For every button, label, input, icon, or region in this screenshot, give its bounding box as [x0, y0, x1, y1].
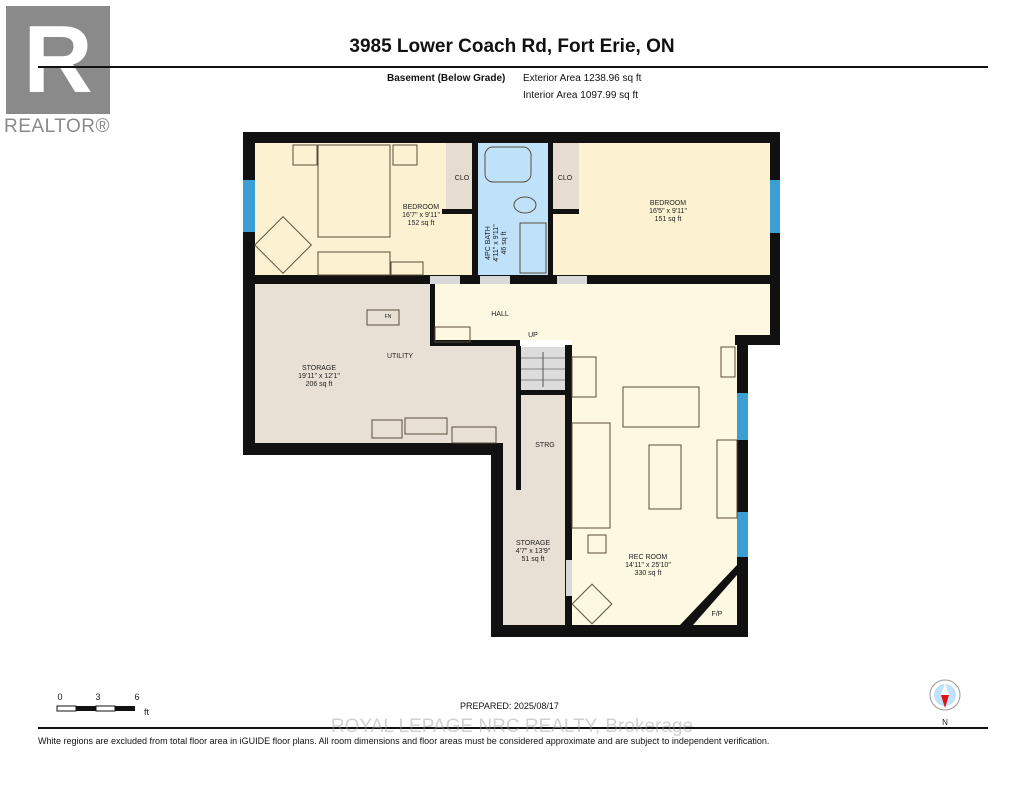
utility-label: UTILITY — [387, 353, 413, 360]
furniture — [254, 144, 738, 625]
storage1-area: 206 sq ft — [306, 381, 333, 388]
storage2-dims: 4'7" x 13'9" — [516, 548, 551, 555]
realtor-logo: R — [6, 6, 110, 114]
bedroom1-label: BEDROOM — [403, 204, 439, 211]
hall-floor — [435, 284, 770, 340]
fireplace-label: F/P — [712, 611, 723, 618]
bedroom2-label: BEDROOM — [650, 200, 686, 207]
property-title: 3985 Lower Coach Rd, Fort Erie, ON — [349, 36, 675, 57]
bath-dims: 4'11" x 9'11" — [493, 224, 500, 262]
bedroom2-area: 151 sq ft — [655, 216, 682, 223]
storage2-floor — [503, 393, 565, 625]
closet2-label: CLO — [558, 175, 573, 182]
bedroom2-floor — [553, 143, 770, 276]
svg-text:ft: ft — [144, 707, 150, 717]
disclaimer-text: White regions are excluded from total fl… — [38, 736, 770, 746]
bath-label: 4PC BATH — [485, 226, 492, 260]
scale-bar: 0 3 6 — [57, 692, 139, 700]
rec-floor — [572, 340, 737, 625]
storage1-label: STORAGE — [302, 365, 336, 372]
storage2-label: STORAGE — [516, 540, 550, 547]
exterior-area: Exterior Area 1238.96 sq ft — [523, 73, 642, 84]
svg-text:R: R — [23, 6, 92, 113]
svg-text:N: N — [942, 718, 948, 727]
bath-floor — [478, 143, 548, 276]
closet2-floor — [553, 143, 579, 209]
prepared-date: PREPARED: 2025/08/17 — [460, 701, 559, 711]
rec-room-area: 330 sq ft — [635, 570, 662, 577]
rec-room-dims: 14'11" x 25'10" — [625, 562, 671, 569]
svg-text:0: 0 — [57, 692, 62, 700]
header-divider — [38, 66, 988, 68]
furnace-label: FN — [385, 314, 392, 320]
bedroom1-dims: 16'7" x 9'11" — [402, 212, 440, 219]
bedroom1-floor — [255, 143, 475, 276]
compass-icon: N — [929, 679, 961, 727]
stairs-up-label: UP — [528, 332, 538, 339]
brokerage-watermark: ROYAL LEPAGE NRC REALTY, Brokerage — [330, 716, 694, 737]
svg-text:3: 3 — [95, 692, 100, 700]
bedroom2-dims: 16'5" x 9'11" — [649, 208, 687, 215]
bath-area: 46 sq ft — [501, 231, 508, 254]
rec-room-label: REC ROOM — [629, 554, 668, 561]
bedroom1-area: 152 sq ft — [408, 220, 435, 227]
hall-label: HALL — [491, 311, 509, 318]
scale-bar-graphic: ft — [56, 705, 150, 717]
windows — [243, 180, 780, 557]
svg-text:6: 6 — [134, 692, 139, 700]
storage2-area: 51 sq ft — [522, 556, 545, 563]
closet1-floor — [446, 143, 476, 209]
storage1-dims: 19'11" x 12'1" — [298, 373, 340, 380]
closet1-label: CLO — [455, 175, 470, 182]
footer-divider — [38, 727, 988, 729]
realtor-logo-text: REALTOR® — [4, 116, 110, 137]
floor-name: Basement (Below Grade) — [387, 73, 506, 84]
interior-area: Interior Area 1097.99 sq ft — [523, 90, 639, 101]
floor-plan: BEDROOM 16'7" x 9'11" 152 sq ft CLO CLO … — [57, 132, 780, 700]
strg-label: STRG — [535, 442, 554, 449]
